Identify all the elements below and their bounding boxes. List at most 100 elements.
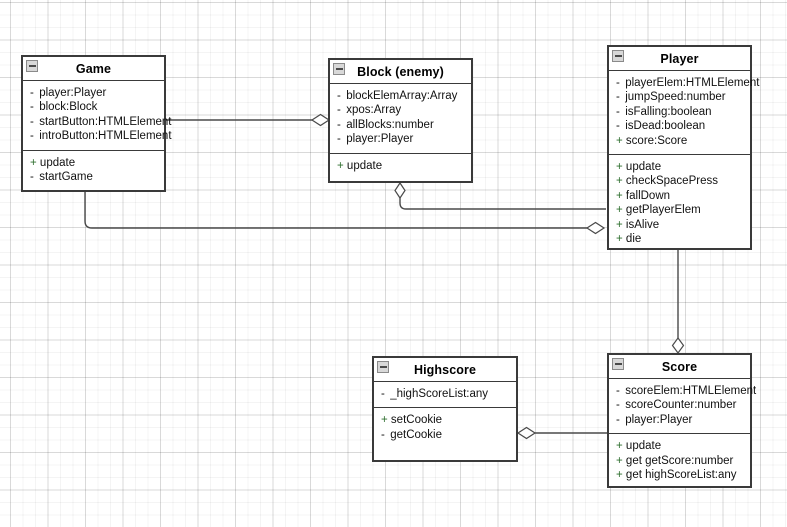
uml-method-row: + get highScoreList:any [609,468,750,482]
member-text: player:Player [625,413,693,426]
uml-method-row: - startGame [23,170,164,184]
uml-class-title-game: Game [75,61,112,76]
uml-methods-score: + update + get getScore:number + get hig… [609,433,750,488]
aggregation-diamond-score-top [671,336,685,355]
uml-method-row: + getPlayerElem [609,203,750,217]
uml-attribute-row: - player:Player [609,413,750,427]
aggregation-diamond-block-bottom [394,181,406,200]
visibility-marker: + [616,189,623,202]
member-text: player:Player [39,87,107,99]
visibility-marker: - [616,399,620,412]
uml-class-player[interactable]: Player - playerElem:HTMLElement - jumpSp… [607,45,759,250]
uml-attribute-row: - blockElemArray:Array [330,89,471,103]
visibility-marker: - [616,385,620,397]
visibility-marker: + [616,161,623,174]
visibility-marker: - [337,104,341,117]
visibility-marker: - [30,171,34,184]
visibility-marker: - [30,101,34,114]
member-text: block:Block [39,101,98,114]
uml-method-row: + update [23,156,164,170]
uml-class-header-game: Game [23,57,164,81]
visibility-marker: - [337,118,341,131]
edge-player-score [671,250,685,355]
member-text: xpos:Array [346,104,402,117]
uml-class-header-score: Score [609,355,750,379]
visibility-marker: + [616,218,623,231]
uml-methods-block: + update [330,152,471,179]
aggregation-diamond-player-left [585,221,606,235]
uml-attribute-row: - startButton:HTMLElement [23,115,172,129]
uml-methods-highscore: + setCookie - getCookie [374,407,516,448]
uml-attribute-row: - scoreElem:HTMLElement [609,384,756,398]
uml-attribute-row: - playerElem:HTMLElement [609,76,759,90]
member-text: isFalling:boolean [625,105,712,118]
member-text: update [625,440,662,453]
visibility-marker: - [337,133,341,146]
minus-icon[interactable] [612,50,624,62]
visibility-marker: + [30,156,37,169]
minus-icon[interactable] [377,361,389,373]
member-text: isDead:boolean [625,120,706,133]
edge-game-block [166,113,331,127]
visibility-marker: - [381,428,385,441]
uml-attribute-row: - jumpSpeed:number [609,90,750,104]
member-text: allBlocks:number [346,118,434,131]
member-text: score:Score [625,134,688,147]
visibility-marker: - [616,105,620,118]
uml-attributes-block: - blockElemArray:Array - xpos:Array - al… [330,84,471,153]
uml-attributes-game: - player:Player - block:Block - startBut… [23,81,172,150]
member-text: jumpSpeed:number [625,91,726,104]
uml-class-block[interactable]: Block (enemy) - blockElemArray:Array - x… [328,58,473,183]
visibility-marker: - [616,413,620,426]
visibility-marker: - [616,77,620,89]
visibility-marker: - [616,120,620,133]
uml-attribute-row: - isDead:boolean [609,119,750,133]
uml-attribute-row: - block:Block [23,100,164,114]
member-text: getCookie [390,428,442,441]
member-text: _highScoreList:any [390,388,489,400]
minus-icon[interactable] [333,63,345,75]
uml-attribute-row: - xpos:Array [330,103,471,117]
member-text: introButton:HTMLElement [39,130,172,143]
minus-icon[interactable] [26,60,38,72]
uml-method-row: + update [330,159,471,173]
uml-method-row: + get getScore:number [609,454,750,468]
visibility-marker: + [337,159,344,172]
member-text: startGame [39,171,93,184]
uml-attributes-player: - playerElem:HTMLElement - jumpSpeed:num… [609,71,759,154]
visibility-marker: - [30,87,34,99]
uml-class-header-player: Player [609,47,750,71]
uml-method-row: + setCookie [374,413,516,427]
uml-attribute-row: - player:Player [330,132,471,146]
uml-attribute-row: - _highScoreList:any [374,387,516,401]
visibility-marker: - [30,115,34,128]
member-text: player:Player [346,133,414,146]
minus-icon[interactable] [612,358,624,370]
uml-class-title-score: Score [661,359,698,374]
member-text: get highScoreList:any [625,469,737,482]
uml-class-header-block: Block (enemy) [330,60,471,84]
member-text: startButton:HTMLElement [39,115,172,128]
member-text: blockElemArray:Array [346,90,458,102]
visibility-marker: + [616,175,623,188]
uml-attribute-row: - introButton:HTMLElement [23,129,172,143]
uml-attribute-row: + score:Score [609,134,750,148]
uml-class-title-block: Block (enemy) [357,64,444,79]
uml-method-row: - getCookie [374,428,516,442]
uml-class-score[interactable]: Score - scoreElem:HTMLElement - scoreCou… [607,353,756,488]
member-text: playerElem:HTMLElement [625,77,760,89]
visibility-marker: + [616,469,623,482]
uml-class-highscore[interactable]: Highscore - _highScoreList:any + setCook… [372,356,518,462]
uml-attributes-score: - scoreElem:HTMLElement - scoreCounter:n… [609,379,756,433]
uml-class-game[interactable]: Game - player:Player - block:Block - sta… [21,55,172,192]
uml-class-header-highscore: Highscore [374,358,516,382]
member-text: die [625,233,642,246]
member-text: scoreElem:HTMLElement [625,385,757,397]
visibility-marker: - [381,388,385,400]
uml-attribute-row: - allBlocks:number [330,118,471,132]
visibility-marker: + [616,440,623,453]
visibility-marker: - [337,90,341,102]
uml-attribute-row: - scoreCounter:number [609,398,750,412]
visibility-marker: + [616,204,623,217]
